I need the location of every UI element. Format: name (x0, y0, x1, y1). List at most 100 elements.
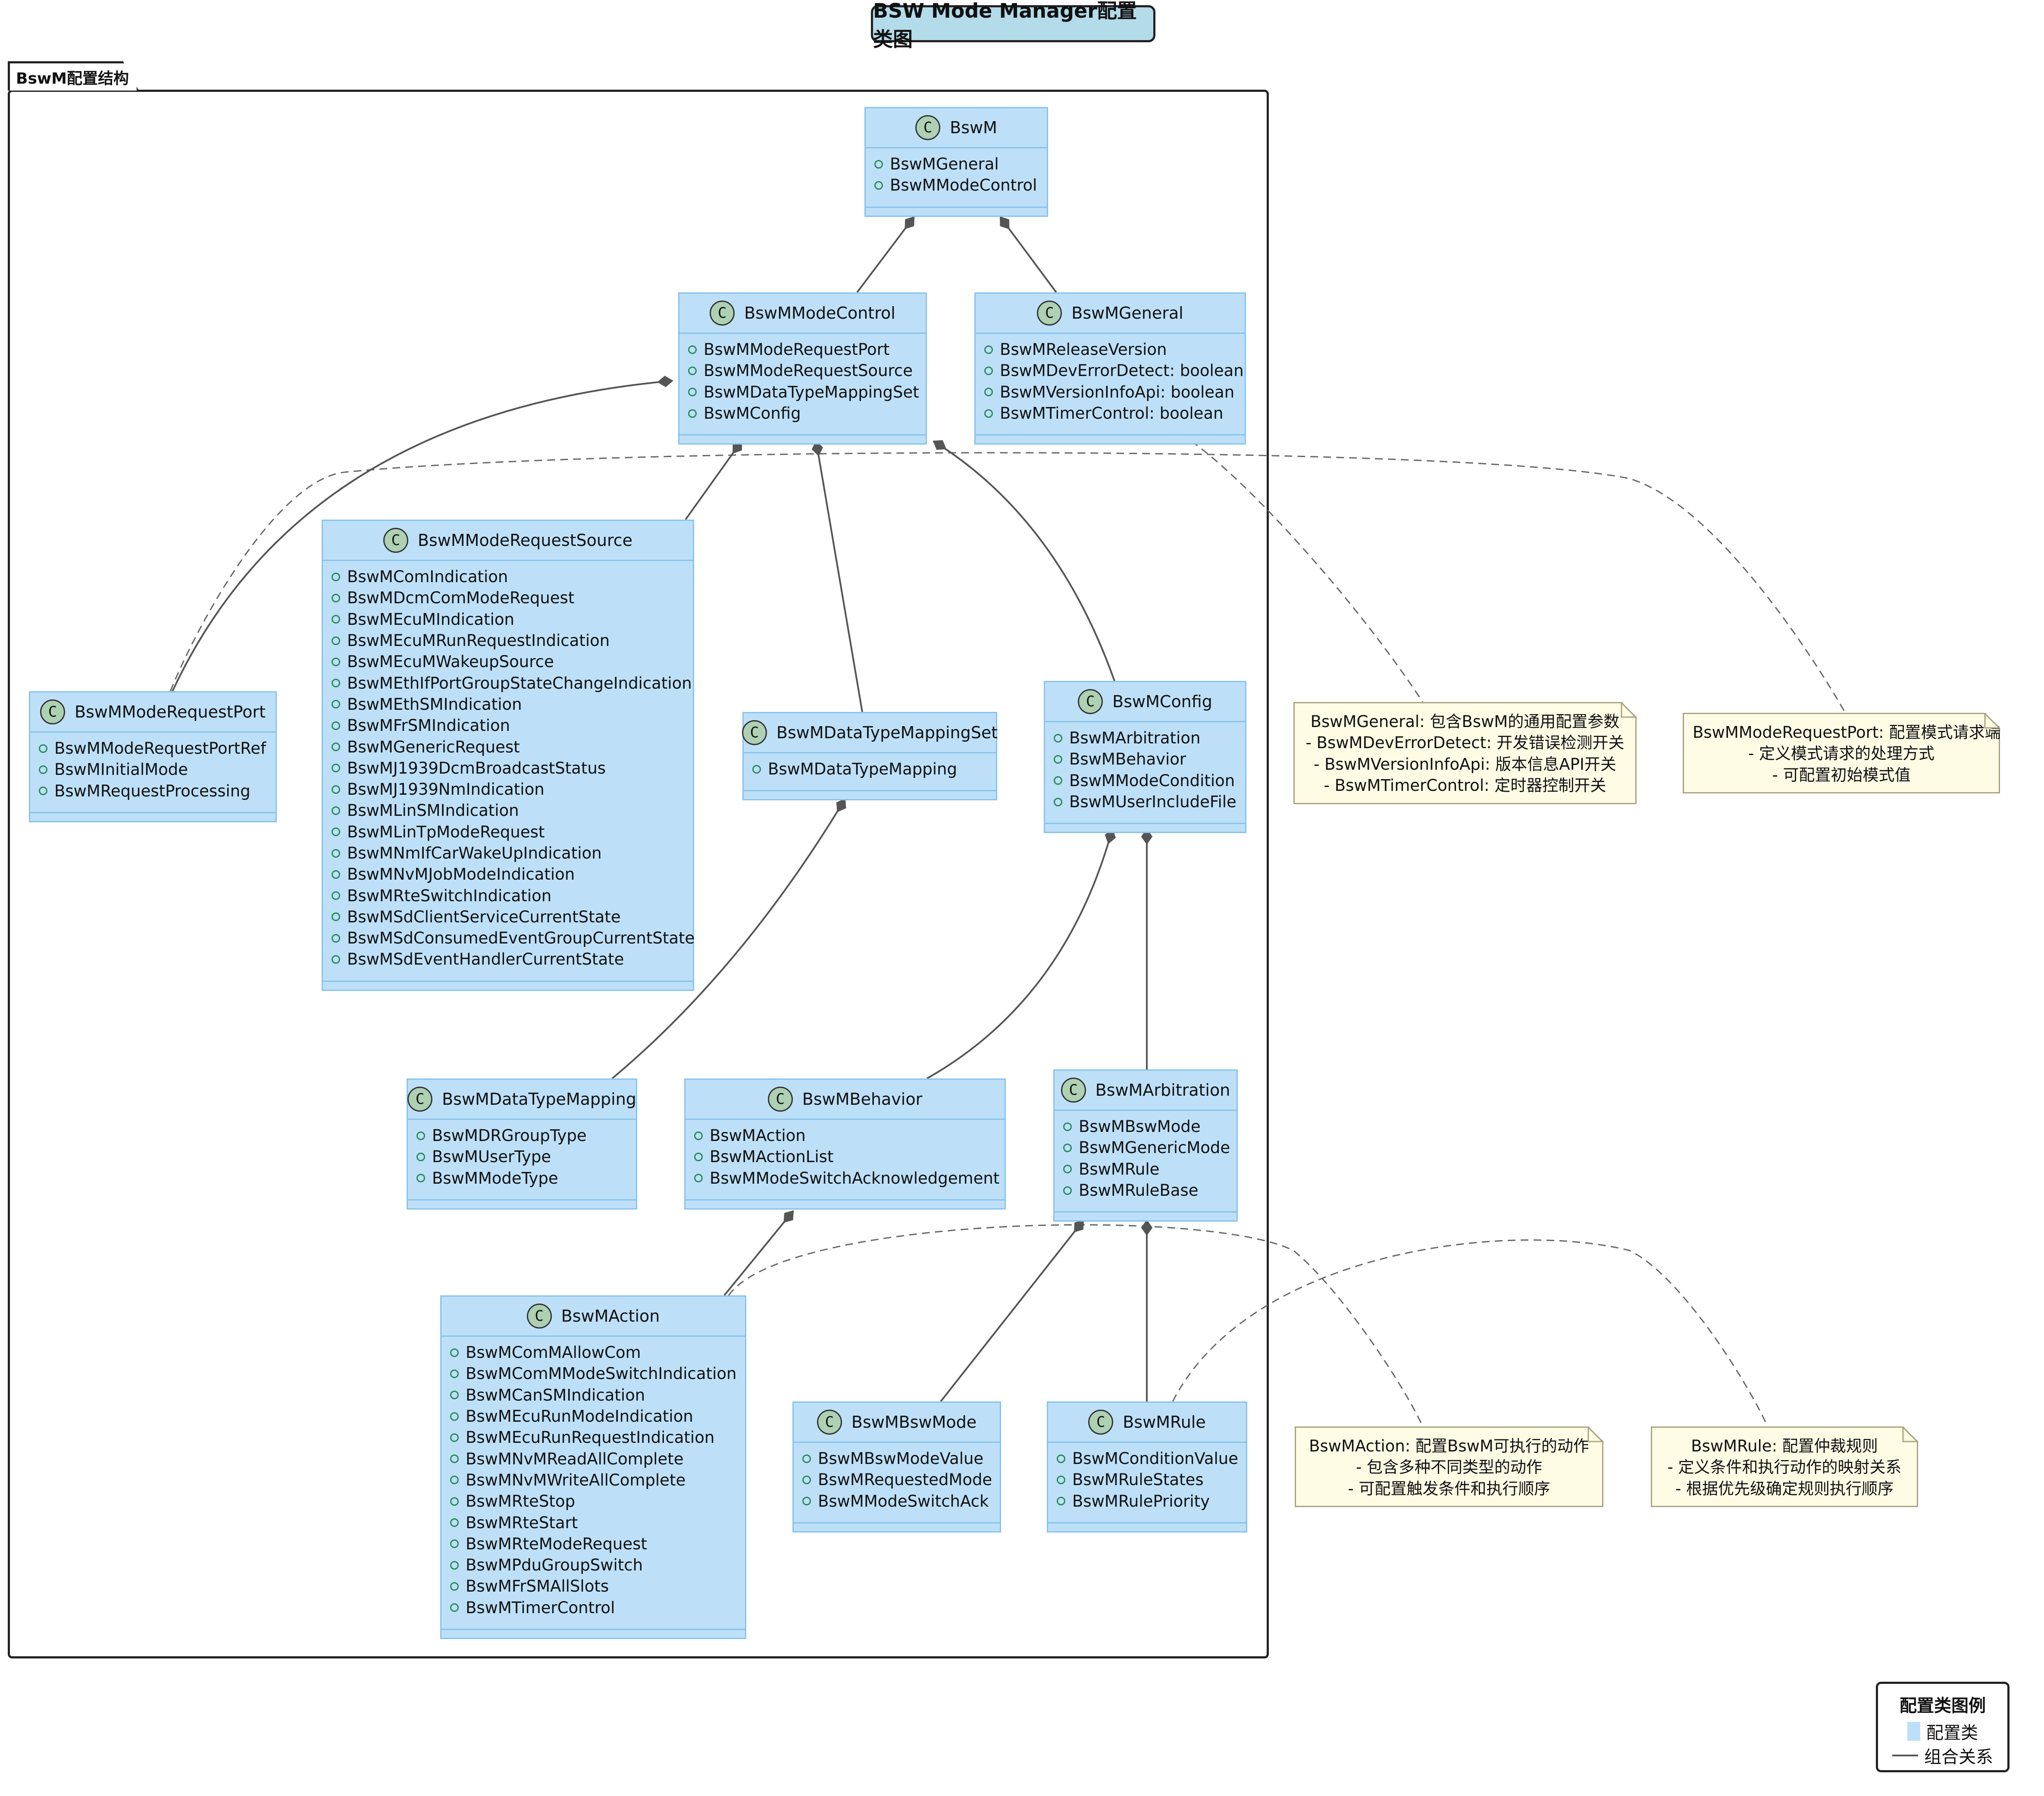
class-attribute: BswMModeControl (890, 176, 1037, 195)
public-visibility-icon (1063, 1122, 1072, 1131)
note-fold-icon (1621, 702, 1637, 718)
class-attribute: BswMModeRequestPort (704, 340, 890, 359)
public-visibility-icon (332, 806, 340, 815)
legend-composition-line (1892, 1755, 1918, 1756)
class-stereotype-icon: C (1061, 1078, 1086, 1103)
public-visibility-icon (450, 1539, 459, 1548)
public-visibility-icon (416, 1131, 425, 1140)
class-stereotype-icon: C (383, 528, 408, 553)
class-attribute-row: BswMNvMWriteAllComplete (441, 1470, 745, 1491)
note-rule: BswMRule: 配置仲裁规则- 定义条件和执行动作的映射关系- 根据优先级确… (1651, 1426, 1918, 1507)
class-methods (1055, 1213, 1236, 1220)
package-tab: BswM配置结构 (8, 61, 139, 91)
class-name: BswMModeControl (744, 304, 895, 323)
class-attribute: BswMComIndication (347, 567, 508, 586)
class-attribute-row: BswMNvMReadAllComplete (441, 1448, 745, 1469)
public-visibility-icon (874, 160, 883, 169)
public-visibility-icon (984, 345, 993, 354)
class-attribute: BswMNvMJobModeIndication (347, 865, 575, 884)
public-visibility-icon (984, 388, 993, 397)
class-attribute: BswMModeType (432, 1169, 558, 1188)
public-visibility-icon (39, 787, 47, 796)
class-attribute-row: BswMActionList (686, 1146, 1005, 1167)
class-attribute-row: BswMRequestProcessing (30, 780, 275, 802)
class-attribute-row: BswMUserType (408, 1146, 636, 1167)
public-visibility-icon (1054, 733, 1062, 743)
public-visibility-icon (332, 721, 340, 730)
legend-class-swatch (1907, 1722, 1920, 1741)
class-methods (30, 813, 275, 821)
class-attribute: BswMSdEventHandlerCurrentState (347, 950, 624, 969)
class-attribute-row: BswMModeRequestSource (679, 360, 926, 381)
public-visibility-icon (332, 827, 340, 837)
public-visibility-icon (1054, 797, 1062, 806)
class-attribute: BswMNvMWriteAllComplete (466, 1470, 686, 1489)
class-methods (1045, 824, 1245, 832)
class-attribute: BswMFrSMAllSlots (466, 1577, 609, 1596)
class-attribute: BswMRteStart (466, 1513, 578, 1532)
class-attribute: BswMModeRequestPortRef (54, 739, 266, 758)
legend-composition-entry: 组合关系 (1878, 1743, 2007, 1768)
public-visibility-icon (450, 1369, 459, 1378)
public-visibility-icon (1057, 1497, 1065, 1506)
class-attribute-row: BswMBehavior (1045, 749, 1245, 770)
public-visibility-icon (752, 765, 761, 774)
class-attribute: BswMEcuMRunRequestIndication (347, 631, 610, 650)
class-attribute-row: BswMRule (1055, 1159, 1236, 1180)
note-line: BswMAction: 配置BswM可执行的动作 (1309, 1437, 1589, 1455)
note-line: - BswMDevErrorDetect: 开发错误检测开关 (1305, 733, 1625, 752)
class-methods (794, 1523, 1000, 1531)
class-stereotype-icon: C (40, 699, 66, 724)
note-line: - 可配置触发条件和执行顺序 (1348, 1479, 1550, 1498)
public-visibility-icon (450, 1391, 459, 1400)
note-port: BswMModeRequestPort: 配置模式请求端口- 定义模式请求的处理… (1683, 713, 2000, 793)
class-attribute: BswMCanSMIndication (466, 1385, 645, 1404)
class-attribute-row: BswMDevErrorDetect: boolean (976, 360, 1245, 381)
class-attribute: BswMBswMode (1079, 1117, 1201, 1136)
public-visibility-icon (332, 891, 340, 900)
class-attribute-row: BswMRteStop (441, 1491, 745, 1512)
class-attribute-row: BswMRulePriority (1048, 1491, 1246, 1512)
public-visibility-icon (332, 870, 340, 879)
class-attribute: BswMReleaseVersion (1000, 340, 1167, 359)
class-header: C BswMModeRequestSource (323, 521, 693, 561)
note-general: BswMGeneral: 包含BswM的通用配置参数 - BswMDevError… (1293, 702, 1637, 804)
class-name: BswMModeRequestSource (417, 531, 633, 550)
note-line: BswMGeneral: 包含BswM的通用配置参数 (1310, 712, 1620, 731)
public-visibility-icon (694, 1152, 703, 1161)
class-methods (323, 982, 693, 990)
class-attribute: BswMEcuMWakeupSource (347, 652, 554, 671)
class-attribute-row: BswMModeRequestPortRef (30, 738, 275, 759)
public-visibility-icon (450, 1454, 459, 1464)
class-attribute-row: BswMEcuMIndication (323, 609, 693, 630)
public-visibility-icon (694, 1174, 703, 1183)
class-attribute-row: BswMFrSMAllSlots (441, 1576, 745, 1597)
public-visibility-icon (802, 1497, 811, 1506)
note-fold-icon (1902, 1426, 1919, 1442)
class-attribute: BswMInitialMode (54, 760, 188, 779)
class-attribute-row: BswMComMAllowCom (441, 1342, 745, 1363)
package-frame (8, 90, 1269, 1658)
public-visibility-icon (1063, 1186, 1072, 1195)
class-attribute-row: BswMEcuRunRequestIndication (441, 1427, 745, 1448)
class-name: BswMConfig (1112, 692, 1212, 711)
public-visibility-icon (332, 572, 340, 581)
class-attribute: BswMEthIfPortGroupStateChangeIndication (347, 674, 692, 693)
